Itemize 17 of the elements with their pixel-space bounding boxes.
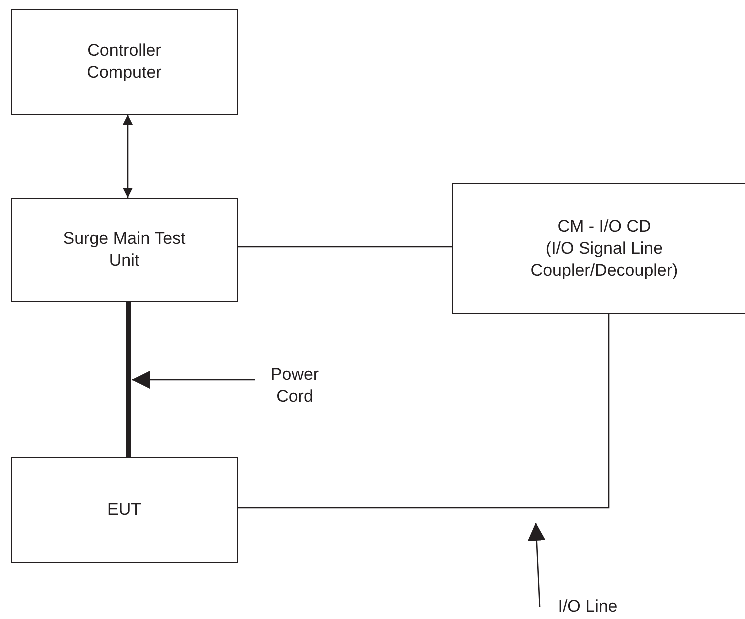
- block-label: (I/O Signal Line Coupler/Decoupler): [530, 238, 680, 282]
- block-box: [11, 457, 238, 563]
- block-box: [452, 183, 745, 314]
- block-label: Surge Main Test Unit: [62, 228, 187, 272]
- connector-line: [238, 246, 452, 248]
- block-box: [11, 198, 238, 302]
- connector-line: [238, 314, 610, 509]
- callout-label: I/O Line: [558, 596, 618, 618]
- connector-line: [123, 115, 133, 198]
- leader-line: [132, 371, 255, 389]
- callout-label: Power Cord: [270, 364, 320, 408]
- block-label: CM - I/O CD: [558, 216, 652, 238]
- power-cord-line: [126, 302, 132, 457]
- block-label: Controller Computer: [86, 40, 163, 84]
- block-label: EUT: [108, 499, 142, 521]
- block-box: [11, 9, 238, 115]
- leader-line: [528, 522, 546, 608]
